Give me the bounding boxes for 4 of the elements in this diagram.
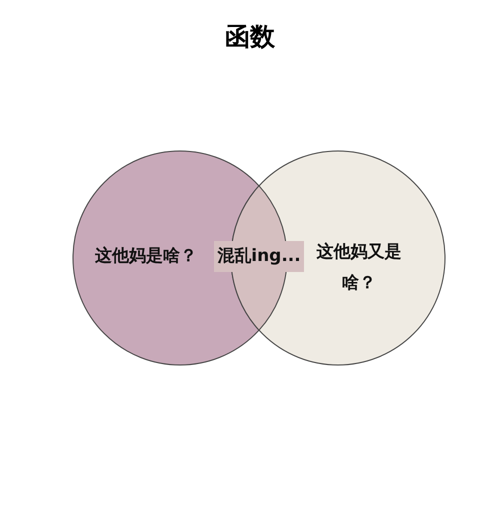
region-label: 这他妈又是啥？ — [305, 237, 413, 299]
title: 函数 — [224, 21, 276, 53]
region-label: 混乱ing... — [214, 241, 304, 272]
region-label: 这他妈是啥？ — [81, 241, 211, 272]
